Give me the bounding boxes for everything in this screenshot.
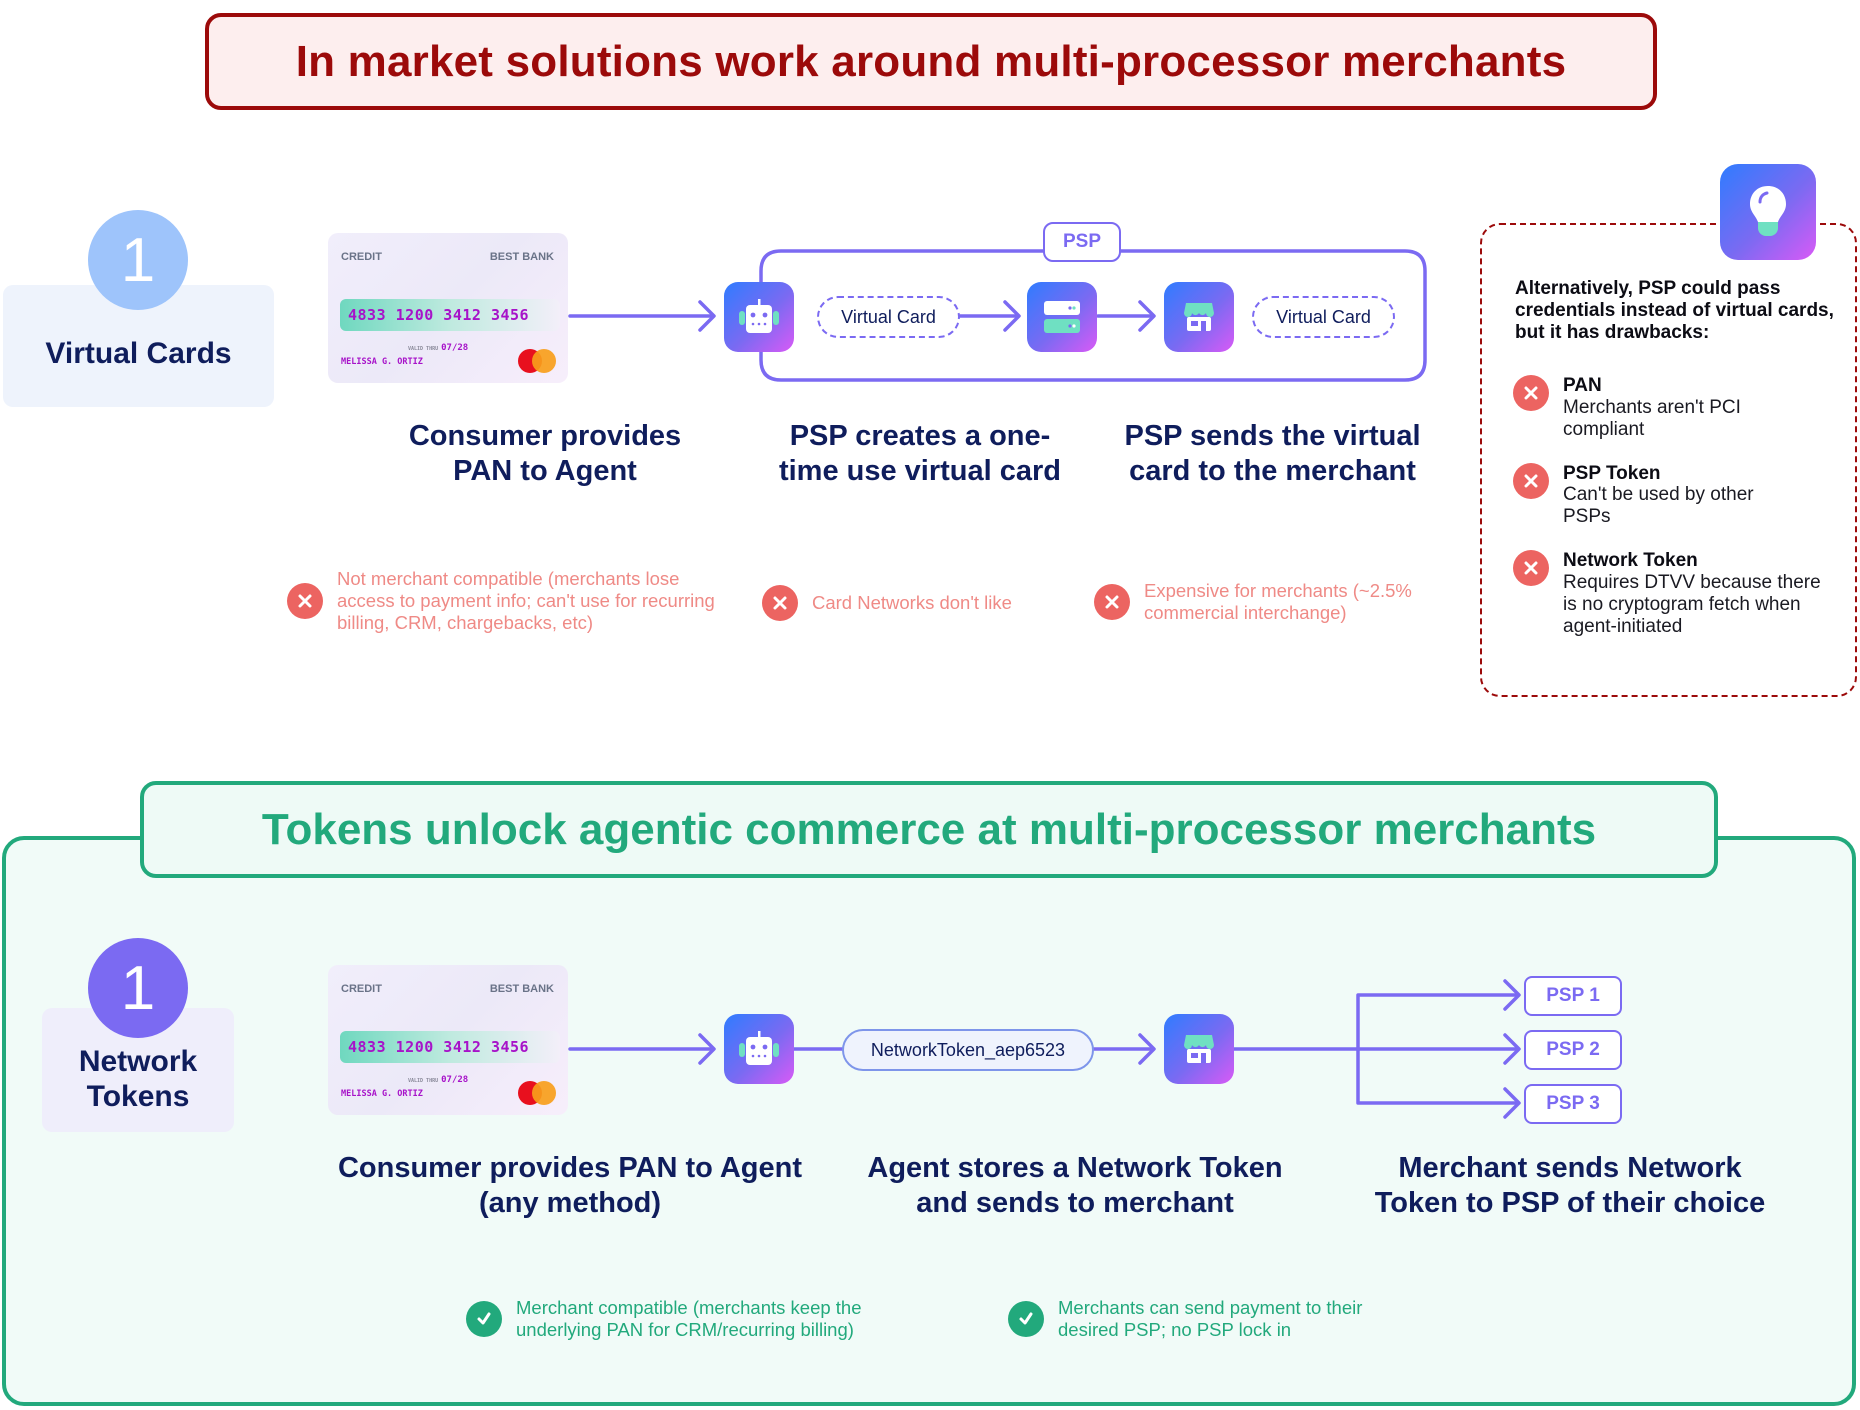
network-token-flow-connectors (568, 979, 1521, 1119)
step-psp-creates-virtual-card: PSP creates a one-time use virtual card (778, 420, 1062, 487)
step-number-badge: 1 (88, 210, 188, 310)
card-holder: MELISSA G. ORTIZ (341, 1089, 423, 1099)
card-number-strip: 4833 1200 3412 3456 (340, 299, 560, 331)
solution-section-title: Tokens unlock agentic commerce at multi-… (140, 781, 1718, 878)
psp-group-border (759, 249, 1427, 382)
mastercard-logo-icon (518, 349, 558, 373)
card-number: 4833 1200 3412 3456 (348, 306, 530, 324)
agent-tile (724, 282, 794, 352)
check-circle-icon (466, 1301, 502, 1338)
credit-card: CREDIT BEST BANK 4833 1200 3412 3456 VAL… (328, 965, 568, 1115)
merchant-tile (1164, 1014, 1234, 1084)
virtual-card-pill: Virtual Card (817, 296, 960, 338)
card-number: 4833 1200 3412 3456 (348, 1038, 530, 1056)
step-consumer-provides-pan: Consumer provides PAN to Agent(any metho… (337, 1152, 803, 1219)
arrowhead (1503, 1033, 1521, 1065)
x-circle-icon (1513, 375, 1549, 411)
card-holder: MELISSA G. ORTIZ (341, 357, 423, 367)
check-circle-icon (1008, 1301, 1044, 1338)
x-circle-icon (1513, 462, 1549, 499)
storefront-icon (1184, 1035, 1214, 1063)
lightbulb-icon (1750, 186, 1786, 236)
branch-connector (1356, 993, 1519, 1105)
mastercard-logo-icon (518, 1081, 558, 1105)
virtual-cards-label: Virtual Cards (45, 336, 232, 370)
pro-item: Merchants can send payment to their desi… (1008, 1297, 1388, 1341)
merchant-tile (1164, 282, 1234, 352)
pro-item: Merchant compatible (merchants keep the … (466, 1297, 926, 1341)
problem-title-text: In market solutions work around multi-pr… (295, 36, 1567, 86)
arrowhead (1138, 300, 1156, 332)
psp-3-box: PSP 3 (1524, 1084, 1622, 1124)
psp-1-box: PSP 1 (1524, 976, 1622, 1016)
network-tokens-label-line1: Network (78, 1045, 198, 1078)
con-item: Not merchant compatible (merchants lose … (287, 568, 727, 635)
arrowhead (698, 300, 716, 332)
psp-2-box: PSP 2 (1524, 1030, 1622, 1070)
card-type: CREDIT (341, 251, 382, 263)
arrowhead (1003, 300, 1021, 332)
x-circle-icon (762, 585, 798, 621)
network-tokens-label-line2: Tokens (86, 1079, 190, 1113)
step-number-badge: 1 (88, 938, 188, 1038)
server-icon (1044, 301, 1080, 333)
alternative-heading: Alternatively, PSP could pass credential… (1515, 278, 1834, 344)
arrowhead (1503, 1087, 1521, 1119)
card-type: CREDIT (341, 983, 382, 995)
arrowhead (1503, 979, 1521, 1011)
arrowhead (1138, 1033, 1156, 1065)
network-token-pill: NetworkToken_aep6523 (842, 1029, 1094, 1071)
alternative-drawbacks-panel (1480, 223, 1857, 697)
x-circle-icon (287, 583, 323, 620)
robot-icon (739, 299, 779, 333)
psp-group-label: PSP (1043, 222, 1121, 262)
x-circle-icon (1094, 584, 1130, 621)
psp-vault-tile (1027, 282, 1097, 352)
problem-section-title: In market solutions work around multi-pr… (205, 13, 1657, 110)
card-number-strip: 4833 1200 3412 3456 (340, 1031, 560, 1063)
con-item: Card Networks don't like (762, 585, 1062, 621)
lightbulb-tile (1720, 164, 1816, 260)
agent-tile (724, 1014, 794, 1084)
credit-card: CREDIT BEST BANK 4833 1200 3412 3456 VAL… (328, 233, 568, 383)
virtual-card-flow-connectors (568, 249, 1427, 382)
storefront-icon (1184, 303, 1214, 331)
arrowhead (698, 1033, 716, 1065)
solution-title-text: Tokens unlock agentic commerce at multi-… (261, 804, 1597, 854)
card-bank: BEST BANK (489, 251, 554, 263)
virtual-card-pill: Virtual Card (1252, 296, 1395, 338)
card-bank: BEST BANK (489, 983, 554, 995)
robot-icon (739, 1031, 779, 1065)
con-item: Expensive for merchants (~2.5% commercia… (1094, 580, 1454, 624)
x-circle-icon (1513, 550, 1549, 587)
